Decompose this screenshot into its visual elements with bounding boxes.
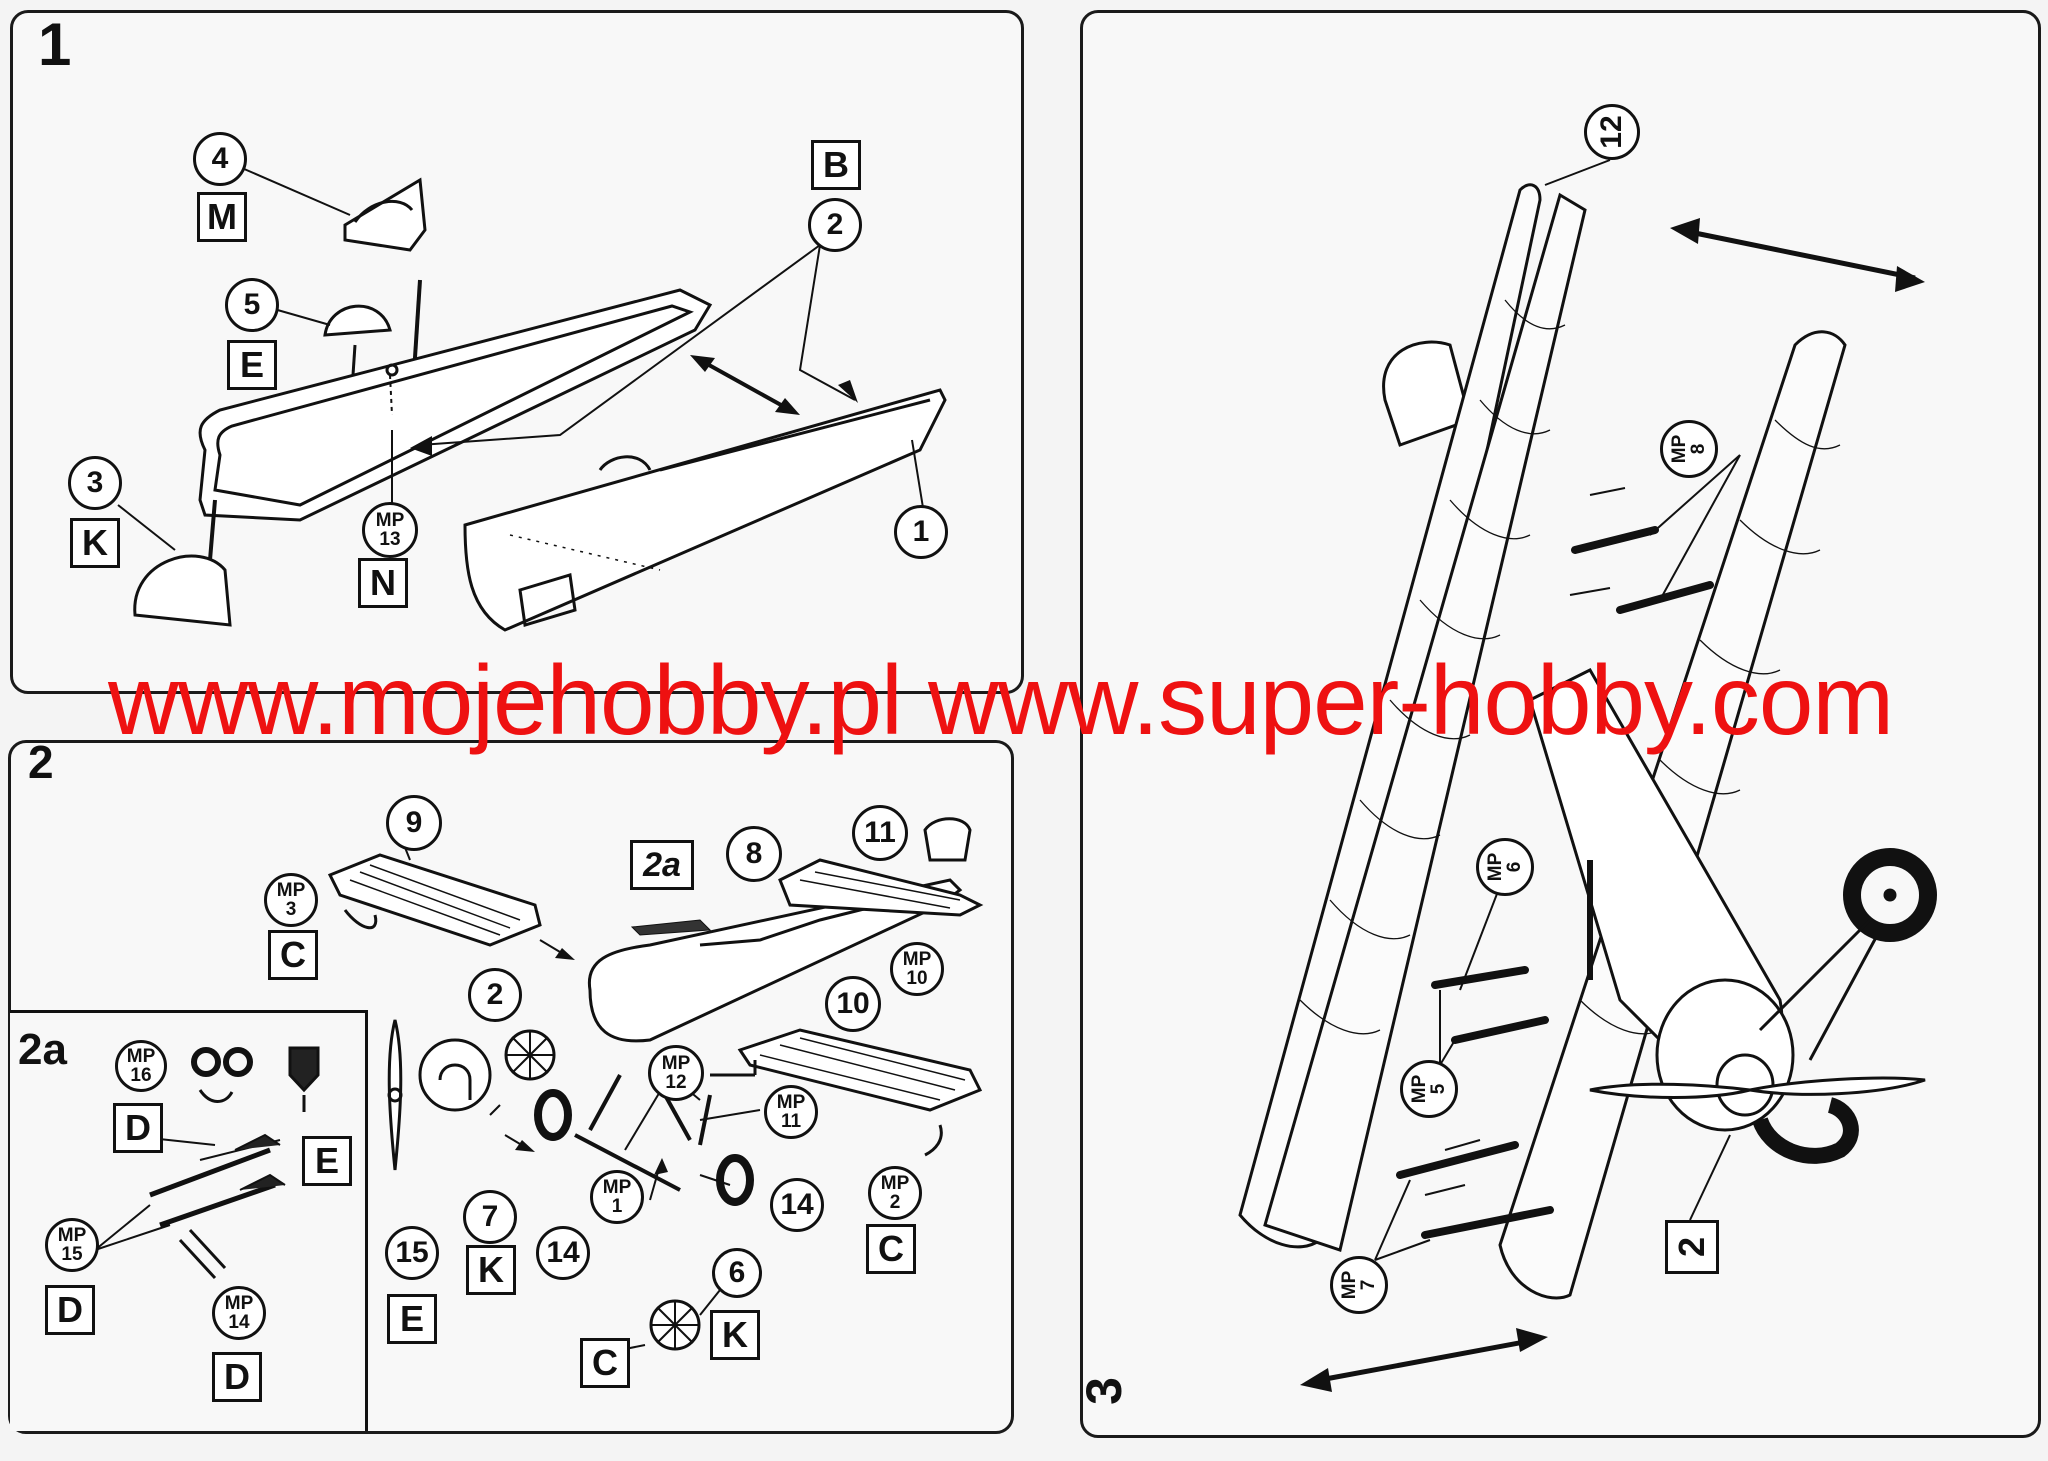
mp-number: 1 (611, 1196, 623, 1217)
mp-prefix: MP (1409, 1074, 1430, 1104)
mp-8-callout: MP 8 (1660, 420, 1718, 478)
sprue-k-label: K (466, 1245, 516, 1295)
sprue-c-label: C (866, 1224, 916, 1274)
mp-number: 3 (285, 899, 297, 920)
sprue-e-label: E (227, 340, 277, 390)
mp-prefix: MP (602, 1177, 632, 1198)
mp-14-callout: MP 14 (212, 1286, 266, 1340)
mp-1-callout: MP 1 (590, 1170, 644, 1224)
step-2a-reference: 2a (630, 840, 694, 890)
sprue-k-label: K (70, 518, 120, 568)
mp-5-callout: MP 5 (1400, 1060, 1458, 1118)
mp-prefix: MP (57, 1225, 87, 1246)
part-7-callout: 7 (463, 1190, 517, 1244)
mp-number: 11 (780, 1111, 802, 1132)
sprue-e-label: E (302, 1136, 352, 1186)
sprue-k-label: K (710, 1310, 760, 1360)
step-2-number: 2 (28, 736, 54, 788)
part-6-callout: 6 (712, 1248, 762, 1298)
sprue-c-label: C (268, 930, 318, 980)
mp-15-callout: MP 15 (45, 1218, 99, 1272)
mp-2-callout: MP 2 (868, 1166, 922, 1220)
mp-10-callout: MP 10 (890, 942, 944, 996)
mp-16-callout: MP 16 (115, 1040, 167, 1092)
mp-number: 8 (1688, 443, 1709, 455)
part-1-callout: 1 (894, 505, 948, 559)
sprue-n-label: N (358, 558, 408, 608)
part-12-callout: 12 (1584, 104, 1640, 160)
mp-11-callout: MP 11 (764, 1085, 818, 1139)
part-3-callout: 3 (68, 456, 122, 510)
mp-prefix: MP (224, 1293, 254, 1314)
mp-number: 7 (1358, 1279, 1379, 1291)
mp-number: 13 (379, 529, 401, 550)
step-2a-number: 2a (18, 1025, 67, 1074)
mp-number: 6 (1504, 861, 1525, 873)
sprue-m-label: M (197, 192, 247, 242)
sprue-b-label: B (811, 140, 861, 190)
mp-prefix: MP (1339, 1270, 1360, 1300)
part-11-callout: 11 (852, 805, 908, 861)
mp-3-callout: MP 3 (264, 873, 318, 927)
part-8-callout: 8 (726, 826, 782, 882)
sprue-c-label: C (580, 1338, 630, 1388)
mp-prefix: MP (880, 1173, 910, 1194)
part-14-callout: 14 (770, 1178, 824, 1232)
part-9-callout: 9 (386, 795, 442, 851)
part-2-callout: 2 (468, 968, 522, 1022)
sprue-d-label: D (113, 1103, 163, 1153)
part-15-callout: 15 (385, 1226, 439, 1280)
mp-number: 12 (665, 1072, 687, 1093)
mp-prefix: MP (1485, 852, 1506, 882)
part-2-callout: 2 (1665, 1220, 1719, 1274)
mp-number: 2 (889, 1192, 901, 1213)
sprue-e-label: E (387, 1294, 437, 1344)
mp-prefix: MP (1669, 434, 1690, 464)
mp-prefix: MP (126, 1046, 156, 1067)
part-14-callout: 14 (536, 1226, 590, 1280)
mp-12-callout: MP 12 (648, 1045, 704, 1101)
sprue-d-label: D (212, 1352, 262, 1402)
part-5-callout: 5 (225, 278, 279, 332)
mp-13-callout: MP 13 (362, 502, 418, 558)
mp-number: 16 (130, 1065, 152, 1086)
mp-prefix: MP (902, 949, 932, 970)
mp-6-callout: MP 6 (1476, 838, 1534, 896)
step-1-number: 1 (38, 11, 72, 78)
watermark-urls: www.mojehobby.pl www.super-hobby.com (108, 645, 1894, 755)
part-10-callout: 10 (825, 976, 881, 1032)
mp-prefix: MP (776, 1092, 806, 1113)
sprue-d-label: D (45, 1285, 95, 1335)
mp-number: 14 (228, 1312, 250, 1333)
mp-prefix: MP (375, 510, 405, 531)
part-4-callout: 4 (193, 132, 247, 186)
part-2-callout: 2 (808, 198, 862, 252)
mp-7-callout: MP 7 (1330, 1256, 1388, 1314)
mp-number: 15 (61, 1244, 83, 1265)
mp-prefix: MP (661, 1053, 691, 1074)
mp-prefix: MP (276, 880, 306, 901)
mp-number: 5 (1428, 1083, 1449, 1095)
mp-number: 10 (906, 968, 928, 989)
